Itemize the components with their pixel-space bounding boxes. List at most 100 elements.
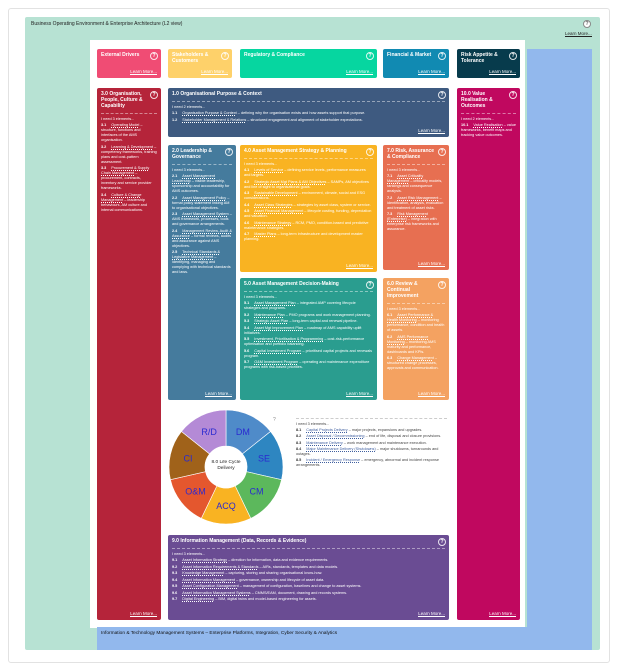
item-code: 10.1 — [461, 123, 469, 127]
item-term-link[interactable]: Change Management — [397, 356, 434, 360]
learn-more-link[interactable]: Learn More... — [205, 391, 232, 397]
learn-more-link[interactable]: Learn More... — [489, 69, 516, 75]
item-term-link[interactable]: Asset Information Strategy — [182, 558, 228, 562]
learn-more-link[interactable]: Learn More... — [489, 611, 516, 617]
item-term-link[interactable]: Investment, Prioritisation & Programming — [254, 337, 324, 341]
divider — [296, 418, 447, 419]
help-icon[interactable]: ? — [366, 52, 374, 60]
help-icon[interactable]: ? — [438, 148, 446, 156]
help-icon[interactable]: ? — [438, 52, 446, 60]
item-term-link[interactable]: Master Plans — [254, 232, 277, 236]
item-term-link[interactable]: Levels of Service — [254, 168, 284, 172]
divider — [461, 113, 516, 114]
item-term-link[interactable]: Capital Investment Program — [254, 348, 302, 353]
learn-more-link[interactable]: Learn More... — [346, 69, 373, 75]
item-term-link[interactable]: Asset Risk Management — [397, 195, 439, 200]
help-icon[interactable]: ? — [583, 20, 591, 28]
item-term-link[interactable]: Asset Disposal / Decommissioning — [306, 434, 365, 439]
item-term-link[interactable]: Asset Information Requirements & Standar… — [182, 564, 259, 569]
item-term-link[interactable]: Learning & Development — [111, 144, 154, 149]
card-title: Financial & Market — [387, 52, 432, 58]
card-risk: 7.0 Risk, Assurance & Compliance?I need … — [383, 145, 449, 270]
item-term-link[interactable]: Asset Financial Management — [254, 209, 304, 213]
right-column — [527, 49, 592, 650]
learn-more-link[interactable]: Learn More... — [418, 391, 445, 397]
help-icon[interactable]: ? — [509, 52, 517, 60]
item-term-link[interactable]: Operating Model — [111, 123, 140, 127]
card-stakeholders: Stakeholders & Customers?Learn More... — [168, 49, 232, 78]
learn-more-link[interactable]: Learn More... — [346, 263, 373, 269]
item-term-link[interactable]: Maintenance Strategy — [254, 220, 292, 225]
item-term-link[interactable]: Stakeholder Management & Relations — [182, 117, 247, 122]
item-term-link[interactable]: Asset Management Policy — [182, 195, 227, 200]
learn-more-link[interactable]: Learn More... — [346, 391, 373, 397]
help-icon[interactable]: ? — [438, 91, 446, 99]
item-term-link[interactable]: Asset Mgt Improvement Plan — [254, 325, 304, 330]
help-icon[interactable]: ? — [221, 52, 229, 60]
learn-more-link[interactable]: Learn More... — [201, 69, 228, 75]
help-icon[interactable]: ? — [366, 148, 374, 156]
learn-more-link[interactable]: Learn More... — [130, 611, 157, 617]
learn-more-link[interactable]: Learn More... — [418, 128, 445, 134]
lifecycle-help-icon[interactable]: ? — [273, 417, 276, 423]
learn-more-link[interactable]: Learn More... — [565, 31, 592, 37]
lifecycle-center[interactable] — [205, 446, 247, 488]
item-term-link[interactable]: Organisation Purpose & Context — [182, 111, 237, 115]
item-code: 1.1 — [172, 111, 178, 115]
item-term-link[interactable]: Strategic Asset Mgt Plans & AM Objective… — [254, 179, 327, 184]
item-term-link[interactable]: Asset Management Plan — [254, 301, 296, 305]
item-term-link[interactable]: Risk Management (Enterprise) — [387, 212, 428, 221]
help-icon[interactable]: ? — [509, 91, 517, 99]
card-intro: I need 2 elements... — [172, 105, 206, 109]
item-term-link[interactable]: Value Realisation — [473, 123, 503, 127]
item-term-link[interactable]: Asset Information Management Systems — [182, 590, 251, 595]
item-term-link[interactable]: Asset Configuration Management — [182, 584, 239, 588]
learn-more-link[interactable]: Learn More... — [418, 261, 445, 267]
item-term-link[interactable]: Technical Standards & Legislative Manage… — [172, 250, 221, 259]
item-term-link[interactable]: O&M Investment Program — [254, 360, 299, 364]
item-term-link[interactable]: Digital Engineering — [182, 597, 215, 601]
item-description: – competency frameworks, training plans … — [101, 144, 157, 164]
item-term-link[interactable]: Management Review, Audit & Assurance — [172, 228, 232, 238]
item-term-link[interactable]: Procurement & Supply Chain Management — [101, 166, 150, 175]
item-term-link[interactable]: Major Maintenance Delivery (Shutdowns) — [306, 446, 376, 451]
item-term-link[interactable]: Maintenance Plan — [254, 312, 285, 317]
item-term-link[interactable]: AMS Performance Monitoring — [387, 334, 429, 344]
item-description: – formal reviews, audits and assurance a… — [172, 233, 231, 248]
item-term-link[interactable]: Knowledge Management — [182, 571, 225, 575]
item-code: 1.2 — [172, 117, 178, 122]
divider — [387, 164, 445, 165]
item-description: – structured change processes, approvals… — [387, 356, 439, 370]
item-term-link[interactable]: Culture & Change Management — [101, 192, 142, 202]
help-icon[interactable]: ? — [150, 91, 158, 99]
learn-more-link[interactable]: Learn More... — [418, 69, 445, 75]
help-icon[interactable]: ? — [225, 148, 233, 156]
item-term-link[interactable]: Incident / Emergency Response — [306, 457, 361, 462]
item-term-link[interactable]: Asset Management System — [182, 212, 229, 216]
learn-more-link[interactable]: Learn More... — [418, 611, 445, 617]
help-icon[interactable]: ? — [366, 281, 374, 289]
learn-more-link[interactable]: Learn More... — [130, 69, 157, 75]
item-term-link[interactable]: Strategic Asset Plan — [254, 319, 289, 323]
item-term-link[interactable]: Sustainable Development — [254, 191, 298, 195]
card-title: Regulatory & Compliance — [244, 52, 305, 58]
item-term-link[interactable]: Asset Information Management — [182, 577, 236, 582]
item-term-link[interactable]: Asset Performance & Health Monitoring — [387, 313, 434, 322]
item-term-link[interactable]: Asset Criticality Management — [387, 174, 424, 183]
item-term-link[interactable]: Maintenance Delivery — [306, 440, 343, 445]
item-term-link[interactable]: Capital Projects Delivery — [306, 428, 348, 432]
help-icon[interactable]: ? — [438, 281, 446, 289]
item-term-link[interactable]: Asset Management Leadership — [172, 174, 215, 183]
lifecycle-segment-label: SE — [258, 453, 270, 463]
help-icon[interactable]: ? — [150, 52, 158, 60]
card-title: 3.0 Organisation, People, Culture & Capa… — [101, 91, 143, 109]
help-icon[interactable]: ? — [438, 538, 446, 546]
item-term-link[interactable]: Asset Class Strategies — [254, 202, 293, 207]
